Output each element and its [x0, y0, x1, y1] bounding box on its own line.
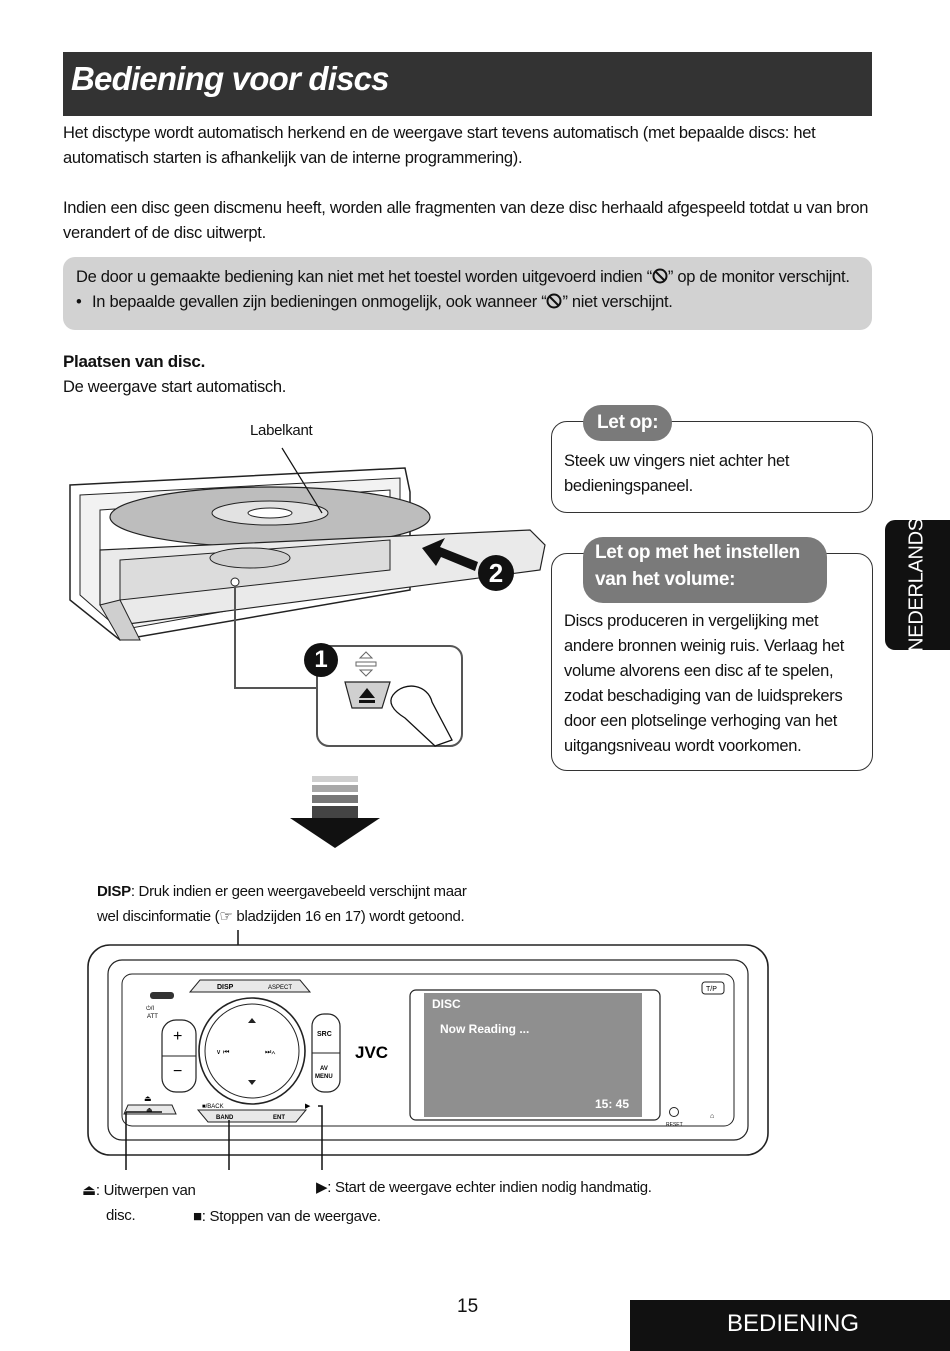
note-box: De door u gemaakte bediening kan niet me… — [63, 257, 872, 330]
ent-button[interactable]: ENT — [273, 1115, 285, 1121]
intro-p1-line2: automatisch starten is afhankelijk van d… — [63, 148, 523, 167]
insert-arrow — [422, 538, 478, 571]
av-menu-button[interactable]: AV — [320, 1066, 328, 1072]
tp-button[interactable]: T/P — [706, 986, 717, 993]
note-line-1: De door u gemaakte bediening kan niet me… — [76, 268, 850, 286]
src-button[interactable]: SRC — [317, 1031, 332, 1038]
caution-box: Steek uw vingers niet achter het bedieni… — [551, 421, 873, 513]
prev-button[interactable]: ∨ ⏮ — [216, 1049, 229, 1056]
stop-icon: ■ — [193, 1208, 202, 1225]
display-status: Now Reading ... — [440, 1022, 529, 1036]
display-source: DISC — [432, 997, 461, 1011]
aspect-button[interactable]: ASPECT — [268, 985, 292, 991]
step-2-badge: 2 — [478, 555, 514, 591]
play-callout: ▶: Start de weergave echter indien nodig… — [316, 1179, 652, 1196]
note-line-2: •In bepaalde gevallen zijn bedieningen o… — [76, 293, 673, 311]
label-side-caption: Labelkant — [250, 422, 313, 439]
page-number: 15 — [457, 1296, 479, 1317]
svg-text:■/BACK: ■/BACK — [202, 1104, 224, 1110]
intro-paragraph-2: Indien een disc geen discmenu heeft, wor… — [63, 196, 873, 245]
page-title: Bediening voor discs — [71, 60, 390, 97]
volume-caution-text: Discs produceren in vergelijking met and… — [564, 612, 844, 755]
svg-text:ATT: ATT — [147, 1014, 158, 1020]
car-unit-front-panel: DISP ASPECT T/P ⏻/I ATT + − ⏏ ⏏ ∨ ⏮ ⏭∧ S… — [87, 930, 769, 1170]
volume-plus-button[interactable]: + — [173, 1028, 182, 1045]
language-tab: NEDERLANDS — [885, 518, 950, 652]
section-footer: BEDIENING — [630, 1300, 950, 1351]
prohibited-icon — [652, 268, 668, 284]
section-subtext: De weergave start automatisch. — [63, 378, 287, 396]
section-heading: Plaatsen van disc. — [63, 352, 206, 371]
intro-p2-line2: verandert of de disc uitwerpt. — [63, 223, 266, 242]
intro-p1-line1: Het disctype wordt automatisch herkend e… — [63, 124, 816, 142]
next-button[interactable]: ⏭∧ — [265, 1049, 276, 1056]
intro-paragraph-1: Het disctype wordt automatisch herkend e… — [63, 121, 873, 170]
volume-minus-button[interactable]: − — [173, 1063, 182, 1080]
intro-p2-line1: Indien een disc geen discmenu heeft, wor… — [63, 199, 869, 217]
caution-line-2: bedieningspaneel. — [564, 477, 693, 495]
svg-text:⏏: ⏏ — [144, 1094, 152, 1103]
play-icon: ▶ — [316, 1179, 328, 1196]
svg-text:▶: ▶ — [305, 1103, 311, 1110]
svg-text:⌂: ⌂ — [710, 1113, 714, 1120]
see-page-icon: ☞ — [219, 908, 233, 925]
disc-insertion-illustration — [69, 447, 546, 747]
band-button[interactable]: BAND — [216, 1115, 234, 1121]
disp-callout: DISP: Druk indien er geen weergavebeeld … — [97, 883, 467, 925]
caution-line-1: Steek uw vingers niet achter het — [564, 452, 790, 470]
caution-title: Let op: — [583, 405, 673, 441]
att-button[interactable]: ⏻/I — [146, 1005, 154, 1012]
disp-button[interactable]: DISP — [217, 984, 234, 991]
eject-button[interactable]: ⏏ — [146, 1107, 153, 1114]
eject-icon: ⏏ — [82, 1182, 96, 1199]
stop-callout: ■: Stoppen van de weergave. — [193, 1208, 381, 1225]
brand-logo: JVC — [355, 1043, 388, 1062]
display-screen — [424, 993, 642, 1117]
page-title-bar: Bediening voor discs — [63, 52, 872, 116]
display-time: 15: 45 — [595, 1097, 629, 1111]
volume-caution-title: Let op met het instellen van het volume: — [583, 537, 827, 603]
reset-button[interactable]: RESET — [666, 1122, 683, 1128]
svg-text:MENU: MENU — [315, 1074, 333, 1080]
eject-callout: ⏏: Uitwerpen van disc. — [82, 1182, 196, 1224]
prohibited-icon — [546, 293, 562, 309]
down-arrow-icon — [290, 776, 380, 848]
step-1-badge: 1 — [304, 643, 338, 677]
